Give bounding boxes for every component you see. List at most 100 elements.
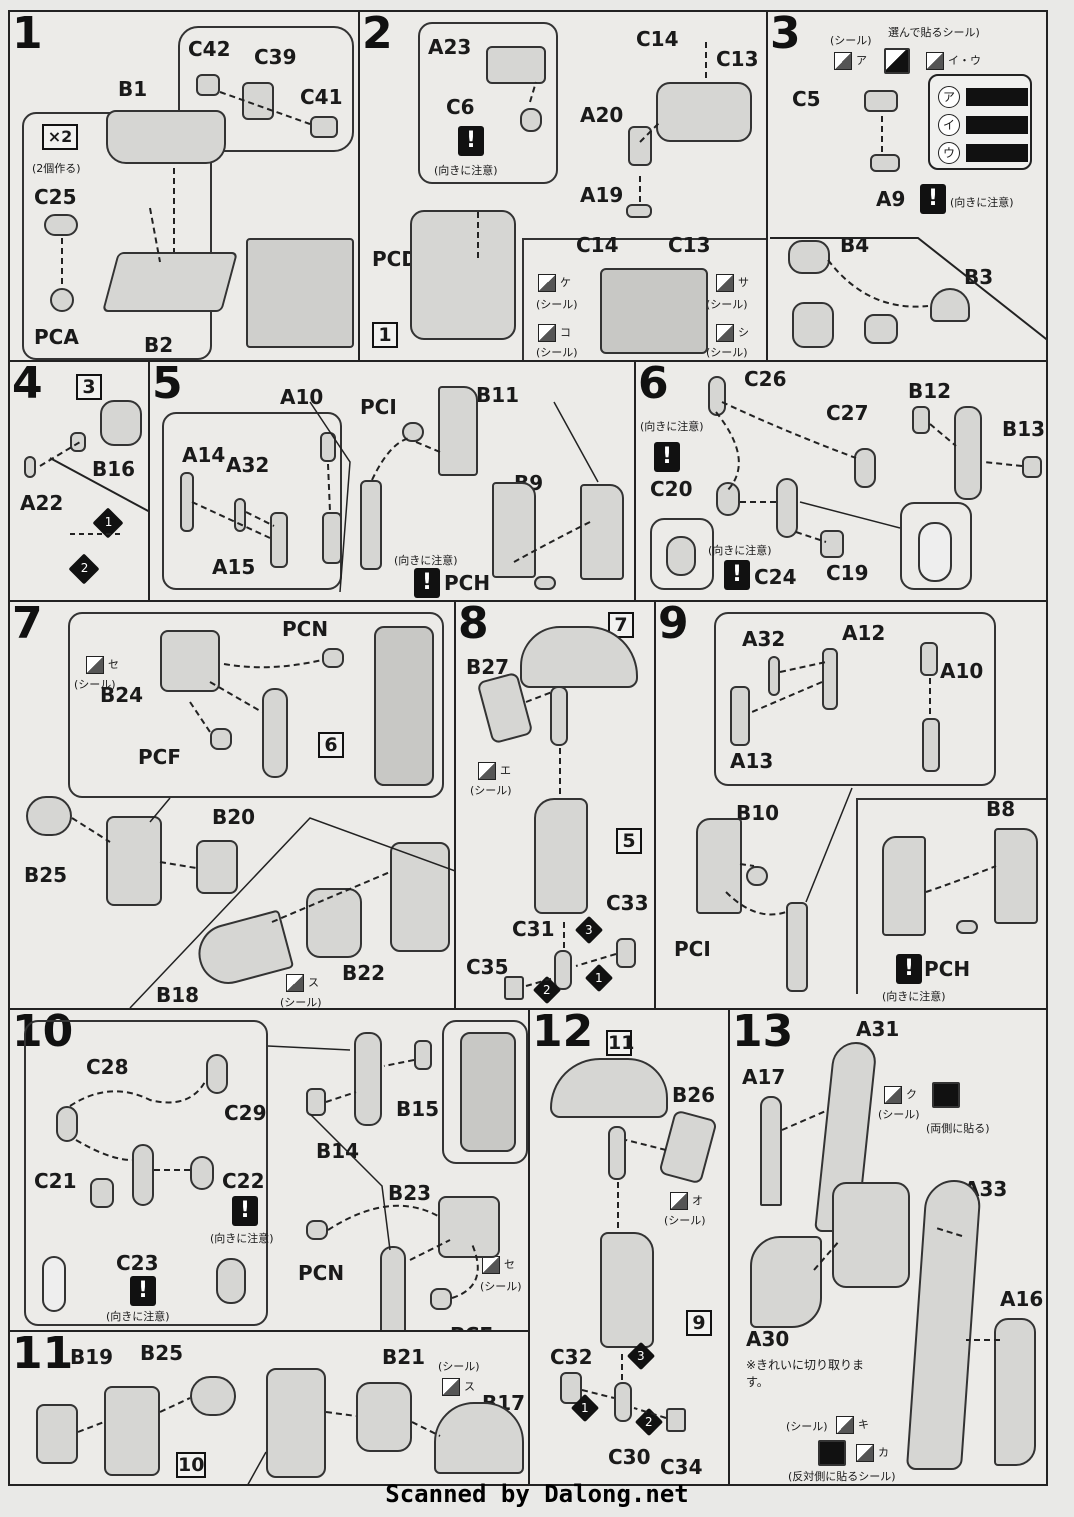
- part-head-section: [520, 626, 638, 688]
- step-number: 2: [362, 12, 397, 58]
- part-torso-section: [600, 1232, 654, 1348]
- part-pcn: [306, 1220, 328, 1240]
- part-b10: [696, 818, 742, 914]
- step-number: 11: [12, 1332, 78, 1378]
- part-b25: [26, 796, 72, 836]
- part-c5: [864, 90, 898, 112]
- part-torso-section: [534, 798, 588, 914]
- part-hip-block: [104, 1386, 160, 1476]
- part-forearm-core: [322, 512, 342, 564]
- part-c41: [310, 116, 338, 138]
- part-c22: [190, 1156, 214, 1190]
- part-b15: [414, 1040, 432, 1070]
- part-c22-detail: [216, 1258, 246, 1304]
- part-c29: [206, 1054, 228, 1094]
- part-a12: [822, 648, 838, 710]
- part-leg-upper: [266, 1368, 326, 1478]
- part-c39: [242, 82, 274, 120]
- part-b20: [196, 840, 238, 894]
- part-a15: [270, 512, 288, 568]
- part-b12: [912, 406, 930, 434]
- part-b4: [788, 240, 830, 274]
- part-a32: [768, 656, 780, 696]
- step-number: 7: [12, 602, 47, 648]
- part-c32: [560, 1372, 582, 1404]
- part-head-base: [864, 314, 898, 344]
- part-c42: [196, 74, 220, 96]
- part-shoulder-joint: [354, 1032, 382, 1126]
- part-a22: [24, 456, 36, 478]
- part-head-section: [550, 1058, 668, 1118]
- part-leg-detail: [374, 626, 434, 786]
- step-number: 12: [532, 1010, 598, 1056]
- part-head-ref: [100, 400, 142, 446]
- step-number: 13: [732, 1010, 798, 1056]
- part-b24: [160, 630, 220, 692]
- part-b23: [438, 1196, 500, 1258]
- part-b19: [36, 1404, 78, 1464]
- step-number: 1: [12, 12, 47, 58]
- part-c19: [820, 530, 844, 558]
- part-head-front: [792, 302, 834, 348]
- part-forearm-long: [786, 902, 808, 992]
- instruction-sheet: 1 B1 C42 C39 C41 C25 PCA B2 ×2 (2個作る) 2 …: [8, 10, 1048, 1486]
- part-pcf: [430, 1288, 452, 1310]
- step-number: 8: [458, 602, 493, 648]
- part-b3: [930, 288, 970, 322]
- part-backpack-view: [600, 268, 708, 354]
- part-c25: [44, 214, 78, 236]
- part-pci: [746, 866, 768, 886]
- part-a32: [234, 498, 246, 532]
- part-leg-joint: [380, 1246, 406, 1330]
- part-c20: [716, 482, 740, 516]
- step-2-panel: 2 A23 C6 ! (向きに注意) C14 C13 A20 A19 PCD C…: [358, 10, 768, 362]
- part-c21: [90, 1178, 114, 1208]
- part-pcf: [210, 728, 232, 750]
- part-c20-detail: [666, 536, 696, 576]
- part-c33: [616, 938, 636, 968]
- part-forearm-assembled: [882, 836, 926, 936]
- part-pcn: [322, 648, 344, 668]
- step-7-panel: 7 セ (シール) PCN B24 PCF 6 B20 B25 B22 B18 …: [8, 600, 456, 1010]
- step-number: 10: [12, 1010, 78, 1056]
- part-a17: [760, 1096, 782, 1206]
- part-shoulder-joint: [954, 406, 982, 500]
- part-c28: [56, 1106, 78, 1142]
- scan-credit: Scanned by Dalong.net: [385, 1480, 689, 1508]
- part-a13: [730, 686, 750, 746]
- part-forearm-long: [360, 480, 382, 570]
- part-step2-body: [410, 210, 516, 340]
- part-a30: [750, 1236, 822, 1328]
- step-6-panel: 6 C26 C27 B12 B13 (向きに注意) ! C20 (向きに注意) …: [634, 360, 1048, 602]
- part-c30: [614, 1382, 632, 1422]
- part-b16: [70, 432, 86, 452]
- part-c34: [666, 1408, 686, 1432]
- part-a10-core: [922, 718, 940, 772]
- part-hip-block: [106, 816, 162, 906]
- part-6-joint: [262, 688, 288, 778]
- part-b21: [356, 1382, 412, 1452]
- part-a19: [626, 204, 652, 218]
- part-c31: [554, 950, 572, 990]
- part-c26: [708, 376, 726, 416]
- part-b14: [306, 1088, 326, 1116]
- part-neck-joint: [608, 1126, 626, 1180]
- part-b13: [1022, 456, 1042, 478]
- step-number: 5: [152, 362, 187, 408]
- step-10-panel: 10 C28 C29 B15 B14 C21 C22 ! (向きに注意) B23…: [8, 1008, 530, 1332]
- part-c24: [776, 478, 798, 538]
- step-number: 6: [638, 362, 673, 408]
- part-pca: [50, 288, 74, 312]
- part-assembly-view: [246, 238, 354, 348]
- part-neck-joint: [550, 686, 568, 746]
- part-b8: [994, 828, 1038, 924]
- part-pch: [534, 576, 556, 590]
- part-a10: [320, 432, 336, 462]
- step-number: 3: [770, 12, 805, 58]
- step-number: 9: [658, 602, 693, 648]
- part-c23-detail: [42, 1256, 66, 1312]
- step-11-panel: 11 B19 B25 B21 B17 (シール) ス 10: [8, 1330, 530, 1486]
- part-b22: [306, 888, 362, 958]
- part-a16: [994, 1318, 1036, 1466]
- step-9-panel: 9 A32 A12 A10 A13 B10 B8 PCI ! PCH (向きに注…: [654, 600, 1048, 1010]
